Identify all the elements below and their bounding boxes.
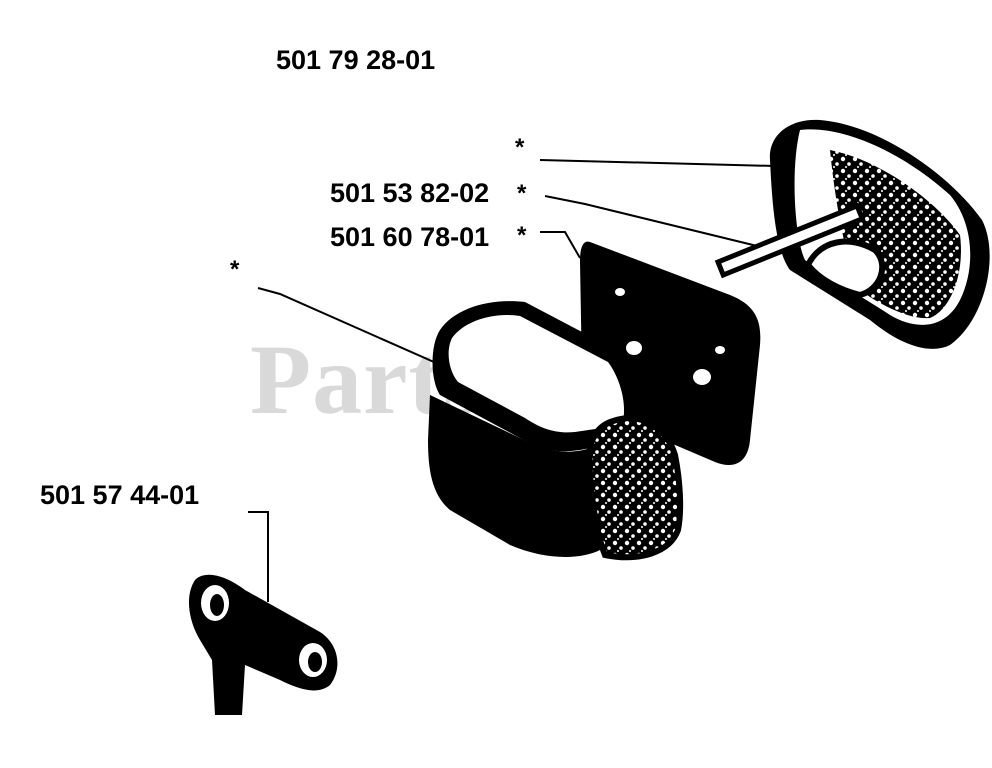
callout-bracket: 501 57 44-01	[40, 480, 200, 510]
filter-cover-part	[714, 119, 990, 349]
asterisk-mark: *	[230, 256, 240, 283]
asterisk-mark: *	[515, 134, 525, 161]
asterisk-mark: *	[517, 180, 527, 207]
bracket-part	[188, 574, 338, 715]
asterisk-mark: *	[517, 222, 527, 249]
rod	[714, 202, 866, 279]
leader-lines	[248, 159, 791, 602]
filter-element-part	[428, 301, 684, 561]
callout-plate-rod: 501 53 82-02	[330, 178, 490, 208]
callout-gasket: 501 60 78-01	[330, 222, 490, 252]
callout-main-part: 501 79 28-01	[276, 45, 436, 75]
